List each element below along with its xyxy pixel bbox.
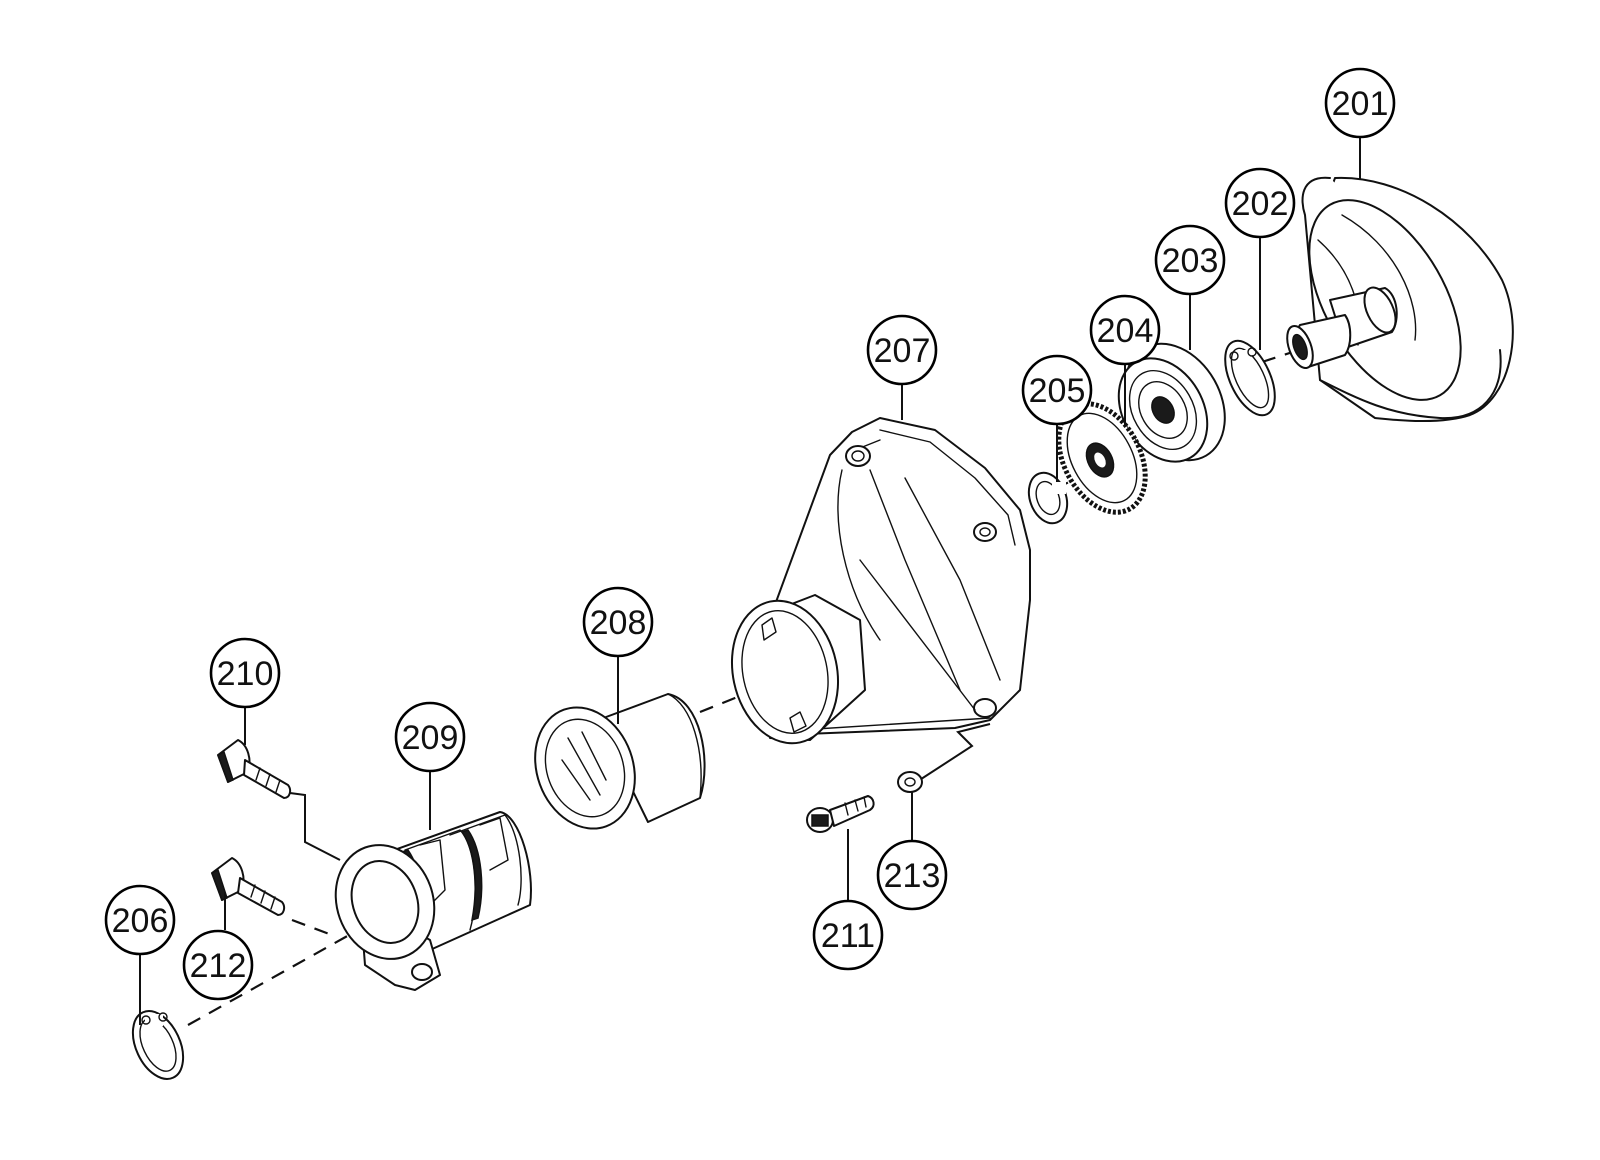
callout-211: 211 [812, 899, 884, 971]
callout-212: 212 [182, 929, 254, 1001]
part-clutch-housing [730, 417, 1031, 745]
callout-label: 204 [1097, 312, 1154, 350]
part-snap-ring [1224, 339, 1276, 417]
callout-210: 210 [209, 637, 281, 709]
callout-label: 212 [190, 947, 247, 985]
part-bolt-lower [211, 857, 286, 916]
part-clutch-drum [1286, 176, 1514, 422]
callout-label: 210 [217, 655, 274, 693]
callout-204: 204 [1089, 294, 1161, 366]
callout-label: 207 [874, 332, 931, 370]
part-circlip [1027, 471, 1069, 525]
part-bearing [1117, 342, 1226, 463]
part-sleeve [534, 693, 706, 830]
callout-213: 213 [876, 839, 948, 911]
callout-209: 209 [394, 701, 466, 773]
part-screw [806, 795, 875, 833]
callout-label: 208 [590, 604, 647, 642]
callout-label: 201 [1332, 85, 1389, 123]
callout-203: 203 [1154, 224, 1226, 296]
callout-leaders [139, 137, 1361, 1025]
callout-label: 211 [821, 917, 875, 955]
part-washer [1056, 401, 1148, 515]
part-bolt-upper [217, 739, 292, 799]
callout-label: 202 [1232, 185, 1289, 223]
part-shaft-holder [334, 811, 532, 991]
part-small-washer [897, 771, 923, 793]
callout-label: 213 [884, 857, 941, 895]
callout-label: 206 [112, 902, 169, 940]
callout-205: 205 [1021, 354, 1093, 426]
callout-207: 207 [866, 314, 938, 386]
callouts: 201 202 203 204 205 206 207 208 [104, 67, 1396, 1001]
callout-208: 208 [582, 586, 654, 658]
callout-206: 206 [104, 884, 176, 956]
callout-201: 201 [1324, 67, 1396, 139]
callout-label: 203 [1162, 242, 1219, 280]
part-snap-ring-lower [131, 1010, 185, 1080]
callout-label: 205 [1029, 372, 1086, 410]
callout-202: 202 [1224, 167, 1296, 239]
callout-label: 209 [402, 719, 459, 757]
